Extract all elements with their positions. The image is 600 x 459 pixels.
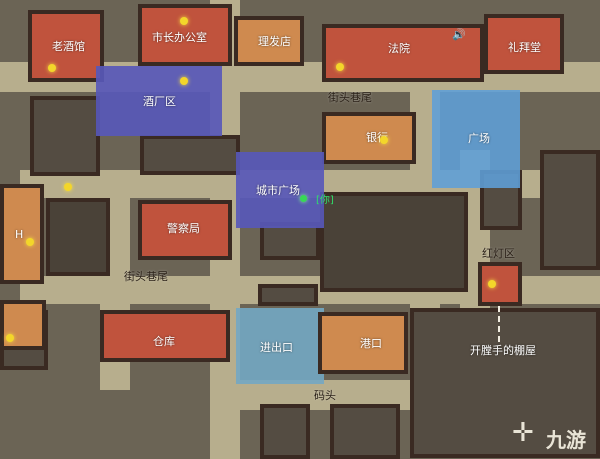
zone-bank[interactable]	[322, 112, 416, 164]
label-dock: 码头	[314, 389, 336, 402]
jiuyou-logo-icon: ✛	[512, 418, 534, 448]
point-marker[interactable]	[336, 63, 344, 71]
zone-red-light[interactable]	[478, 262, 522, 306]
zone-police[interactable]	[138, 200, 232, 260]
pointer-line	[498, 306, 500, 342]
zone-port[interactable]	[318, 312, 408, 374]
label-barber: 理发店	[258, 35, 291, 48]
label-entrance-exit: 进出口	[260, 341, 293, 354]
zone-square[interactable]	[432, 90, 520, 188]
label-port: 港口	[360, 337, 382, 350]
label-ripper-shack: 开膛手的棚屋	[470, 344, 536, 357]
zone-entrance-exit[interactable]	[236, 308, 324, 384]
zone-city-square[interactable]	[236, 152, 324, 228]
point-marker[interactable]	[380, 136, 388, 144]
building	[320, 192, 468, 292]
speaker-icon: 🔊	[452, 28, 466, 41]
point-marker[interactable]	[26, 238, 34, 246]
watermark: 九游	[546, 428, 586, 452]
label-city-square: 城市广场	[256, 184, 300, 197]
label-brewery: 酒厂区	[143, 95, 176, 108]
zone-court[interactable]	[322, 24, 484, 82]
zone-barber[interactable]	[234, 16, 304, 66]
building	[410, 308, 600, 458]
player-marker: [你]	[316, 195, 334, 206]
label-side-sign: H	[15, 228, 24, 241]
label-red-light: 红灯区	[482, 247, 515, 260]
building	[140, 135, 240, 175]
building	[260, 404, 310, 459]
point-marker[interactable]	[180, 77, 188, 85]
building	[30, 96, 100, 176]
building	[540, 150, 600, 270]
label-old-tavern: 老酒馆	[52, 40, 85, 53]
zone-west-building[interactable]	[0, 184, 44, 284]
zone-sw-building[interactable]	[0, 300, 46, 350]
zone-mayor-office[interactable]	[138, 4, 232, 66]
zone-old-tavern[interactable]	[28, 10, 104, 82]
label-warehouse: 仓库	[153, 335, 175, 348]
label-mayor-office: 市长办公室	[152, 31, 207, 44]
label-street-alley-bottom: 街头巷尾	[124, 270, 168, 283]
label-square: 广场	[468, 132, 490, 145]
building	[258, 284, 318, 306]
zone-brewery[interactable]	[96, 66, 222, 136]
point-marker[interactable]	[488, 280, 496, 288]
label-court: 法院	[388, 42, 410, 55]
building	[46, 198, 110, 276]
label-police: 警察局	[167, 222, 200, 235]
point-marker[interactable]	[6, 334, 14, 342]
label-street-alley-top: 街头巷尾	[328, 91, 372, 104]
label-chapel: 礼拜堂	[508, 41, 541, 54]
point-marker[interactable]	[48, 64, 56, 72]
point-marker[interactable]	[64, 183, 72, 191]
building	[330, 404, 400, 459]
zone-warehouse[interactable]	[100, 310, 230, 362]
point-marker[interactable]	[180, 17, 188, 25]
player-dot	[300, 195, 307, 202]
zone-chapel[interactable]	[484, 14, 564, 74]
